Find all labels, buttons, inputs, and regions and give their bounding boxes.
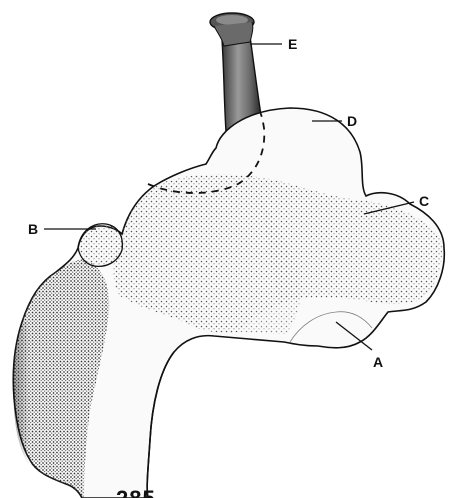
- label-e: E: [288, 36, 297, 52]
- label-c: C: [419, 193, 429, 209]
- organ-body: [13, 108, 444, 498]
- label-b: B: [28, 221, 38, 237]
- label-a: A: [373, 354, 383, 370]
- figure-number: 285: [116, 486, 156, 498]
- label-d: D: [347, 113, 357, 129]
